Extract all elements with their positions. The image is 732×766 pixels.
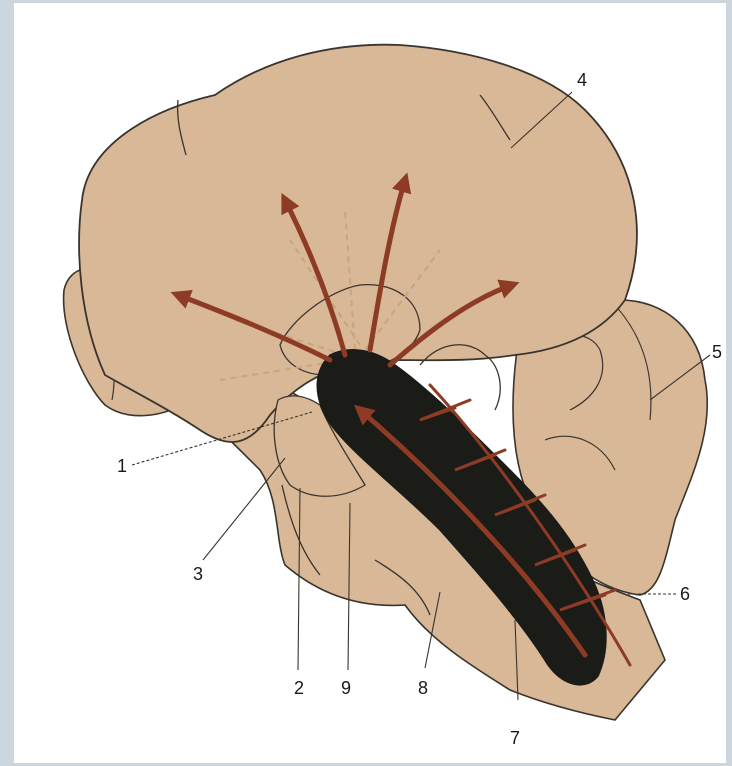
label-9: 9 <box>341 678 351 698</box>
diagram-panel: 1 2 3 4 5 6 7 8 9 <box>14 3 726 763</box>
label-6: 6 <box>680 584 690 604</box>
label-7: 7 <box>510 728 520 748</box>
label-8: 8 <box>418 678 428 698</box>
brain-diagram: 1 2 3 4 5 6 7 8 9 <box>14 3 726 763</box>
label-2: 2 <box>294 678 304 698</box>
label-3: 3 <box>193 564 203 584</box>
label-4: 4 <box>577 70 587 90</box>
label-5: 5 <box>712 342 722 362</box>
label-1: 1 <box>117 456 127 476</box>
